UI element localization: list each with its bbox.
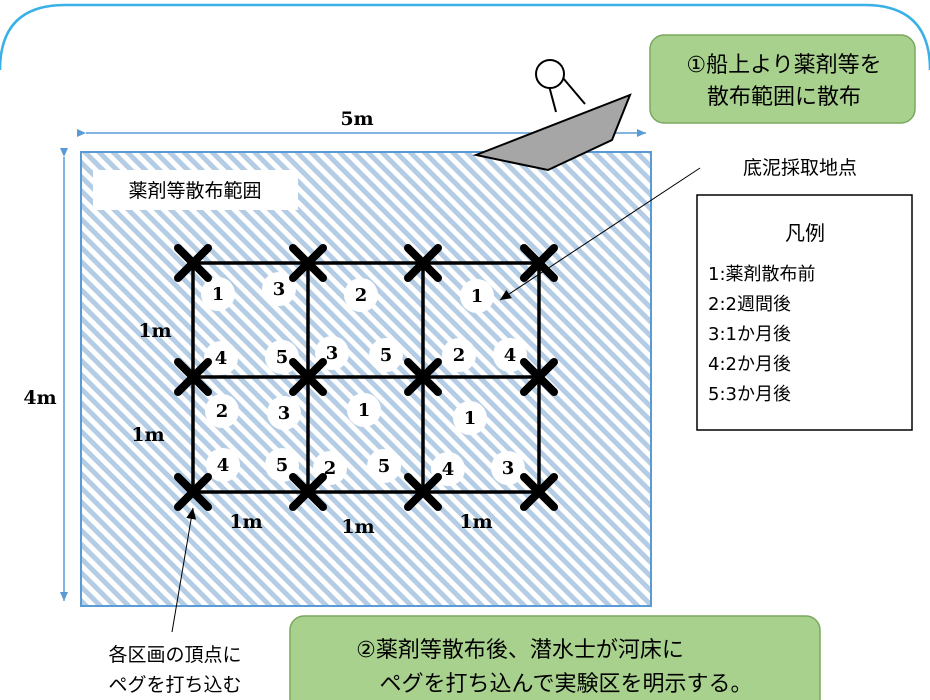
- sample-number-marker: 1: [201, 277, 235, 311]
- peg-marker: [174, 358, 212, 396]
- peg-marker: [520, 358, 558, 396]
- sample-number: 4: [442, 459, 455, 480]
- bottom-callout-line1: ②薬剤等散布後、潜水士が河床に: [356, 638, 684, 663]
- sample-number: 5: [276, 347, 289, 368]
- legend-item: 5:3か月後: [708, 384, 791, 405]
- sample-number: 4: [215, 348, 228, 369]
- peg-marker: [289, 244, 327, 282]
- sample-number-marker: 5: [369, 338, 403, 372]
- area-label: 薬剤等散布範囲: [128, 180, 261, 202]
- sample-number-marker: 2: [205, 394, 239, 428]
- sample-number-marker: 1: [347, 393, 381, 427]
- peg-marker: [404, 244, 442, 282]
- outer-frame: [0, 3, 930, 71]
- peg-marker: [174, 244, 212, 282]
- top-callout-line1: ①船上より薬剤等を: [686, 53, 881, 78]
- sample-number: 3: [502, 458, 515, 479]
- sample-number: 2: [324, 458, 337, 479]
- peg-marker: [520, 473, 558, 511]
- sample-number-marker: 2: [344, 278, 378, 312]
- sample-number: 1: [471, 286, 484, 307]
- sample-number-marker: 3: [262, 272, 296, 306]
- sample-number: 1: [464, 408, 477, 429]
- sample-number-marker: 3: [267, 396, 301, 430]
- cell-dimension-label: 1m: [459, 511, 492, 533]
- peg-marker: [404, 358, 442, 396]
- sample-number: 3: [273, 279, 286, 300]
- sample-number: 1: [212, 284, 225, 305]
- sample-number-marker: 5: [265, 448, 299, 482]
- sample-number: 2: [453, 345, 466, 366]
- peg-marker: [174, 473, 212, 511]
- sample-number: 4: [504, 345, 517, 366]
- sample-number-marker: 5: [265, 340, 299, 374]
- top-callout: [649, 34, 916, 124]
- sample-number: 4: [217, 455, 230, 476]
- peg-marker: [289, 473, 327, 511]
- sample-number: 3: [326, 343, 339, 364]
- peg-marker: [404, 473, 442, 511]
- sampling-pointer-arrow: [499, 167, 701, 301]
- legend-item: 2:2週間後: [708, 294, 791, 315]
- sample-number-marker: 4: [206, 448, 240, 482]
- sample-number: 3: [278, 403, 291, 424]
- legend-item: 4:2か月後: [708, 354, 791, 375]
- sample-number-marker: 2: [442, 338, 476, 372]
- sample-number-marker: 1: [460, 279, 494, 313]
- legend-title: 凡例: [785, 221, 825, 245]
- sample-number-marker: 4: [493, 338, 527, 372]
- spray-area: [80, 151, 652, 607]
- cell-dimension-label: 1m: [138, 320, 171, 342]
- peg-pointer-arrow: [171, 507, 197, 633]
- sampling-point-label: 底泥採取地点: [743, 157, 857, 179]
- legend-item: 1:薬剤散布前: [708, 264, 816, 285]
- sample-number-marker: 4: [204, 341, 238, 375]
- sample-number-marker: 3: [491, 451, 525, 485]
- sample-number-marker: 5: [367, 449, 401, 483]
- sample-number-marker: 1: [453, 401, 487, 435]
- sample-number: 5: [276, 455, 289, 476]
- area-label-box: [93, 170, 298, 210]
- sample-number: 5: [380, 345, 393, 366]
- width-dimension-label: 5m: [340, 108, 373, 130]
- top-callout-line2: 散布範囲に散布: [707, 85, 861, 110]
- bottom-callout-line2: ペグを打ち込んで実験区を明示する。: [380, 672, 753, 697]
- legend-item: 3:1か月後: [708, 324, 791, 345]
- sample-number: 2: [355, 285, 368, 306]
- cell-dimension-label: 1m: [229, 511, 262, 533]
- sample-number: 5: [378, 456, 391, 477]
- legend-box: [696, 194, 913, 431]
- sample-number-group: 1 3 2 1 4 5 3 5 2 4 2 3 1 1 4 5 2 5 4 3: [201, 272, 527, 486]
- peg-label-line1: 各区画の頂点に: [108, 644, 241, 666]
- cell-dimension-label: 1m: [341, 516, 374, 538]
- peg-label-line2: ペグを打ち込む: [108, 674, 241, 696]
- peg-group: [174, 244, 558, 511]
- height-dimension-label: 4m: [23, 387, 56, 409]
- peg-marker: [520, 244, 558, 282]
- sample-number: 2: [216, 401, 229, 422]
- cell-dimension-label: 1m: [131, 424, 164, 446]
- sample-number: 1: [358, 400, 371, 421]
- peg-marker: [289, 358, 327, 396]
- boat: [472, 59, 632, 172]
- bottom-callout: [289, 615, 821, 700]
